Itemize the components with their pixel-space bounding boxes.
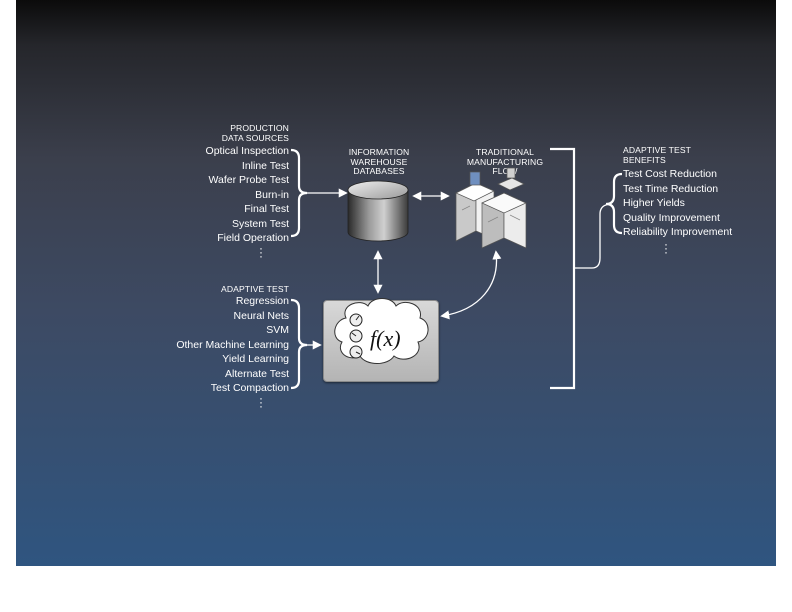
function-label: f(x) (370, 326, 401, 351)
manufacturing-function-arrow (440, 250, 502, 320)
manufacturing-heading-line: FLOW (492, 166, 518, 177)
gauge-icon (349, 313, 363, 359)
production-heading: PRODUCTION DATA SOURCES (200, 123, 289, 143)
production-list: Optical Inspection Inline Test Wafer Pro… (160, 144, 289, 246)
manufacturing-heading-line: TRADITIONAL (476, 147, 534, 157)
adaptive-item: Other Machine Learning (176, 338, 289, 351)
adaptive-list: Regression Neural Nets SVM Other Machine… (150, 294, 289, 396)
adaptive-ellipsis: ··· (259, 391, 263, 413)
manufacturing-heading: TRADITIONAL MANUFACTURING FLOW (455, 147, 555, 177)
diagram-background (16, 0, 776, 566)
benefits-brace (605, 172, 623, 235)
benefit-item: Reliability Improvement (623, 226, 733, 238)
warehouse-heading-line: DATABASES (353, 166, 405, 177)
benefit-item: Higher Yields (623, 197, 685, 209)
adaptive-brace (290, 298, 308, 390)
production-item: Burn-in (255, 188, 289, 201)
benefits-heading-line: BENEFITS (623, 154, 666, 165)
adaptive-item: Neural Nets (233, 309, 289, 322)
production-ellipsis: ··· (259, 241, 263, 263)
production-item: Optical Inspection (205, 145, 289, 157)
production-brace (290, 148, 308, 238)
warehouse-heading-line: WAREHOUSE (350, 156, 408, 167)
benefit-item: Test Cost Reduction (623, 168, 717, 180)
production-item: Inline Test (241, 159, 289, 172)
benefit-item: Test Time Reduction (623, 182, 719, 195)
benefits-bracket (550, 147, 576, 390)
benefits-heading: ADAPTIVE TEST BENEFITS (623, 145, 723, 165)
benefits-list: Test Cost Reduction Test Time Reduction … (623, 167, 773, 240)
production-item: Final Test (244, 203, 289, 215)
adaptive-item: Alternate Test (224, 367, 289, 380)
adaptive-item: Test Compaction (210, 382, 289, 394)
database-icon (347, 180, 409, 242)
production-item: System Test (232, 217, 289, 230)
benefit-item: Quality Improvement (623, 211, 720, 224)
benefits-ellipsis: ··· (664, 237, 668, 259)
adaptive-item: Yield Learning (222, 353, 289, 365)
benefits-heading-line: ADAPTIVE TEST (623, 145, 691, 155)
production-heading-line: PRODUCTION (230, 123, 289, 133)
benefits-connector (591, 203, 611, 269)
adaptive-item: SVM (266, 324, 289, 336)
warehouse-heading: INFORMATION WAREHOUSE DATABASES (334, 147, 424, 177)
production-item: Wafer Probe Test (208, 174, 289, 186)
production-heading-line: DATA SOURCES (221, 132, 289, 143)
production-item: Field Operation (217, 232, 289, 244)
adaptive-item: Regression (235, 295, 289, 307)
adaptive-heading: ADAPTIVE TEST (221, 284, 289, 294)
manufacturing-equipment-icon (455, 167, 527, 249)
warehouse-heading-line: INFORMATION (348, 147, 410, 157)
manufacturing-heading-line: MANUFACTURING (466, 156, 544, 167)
